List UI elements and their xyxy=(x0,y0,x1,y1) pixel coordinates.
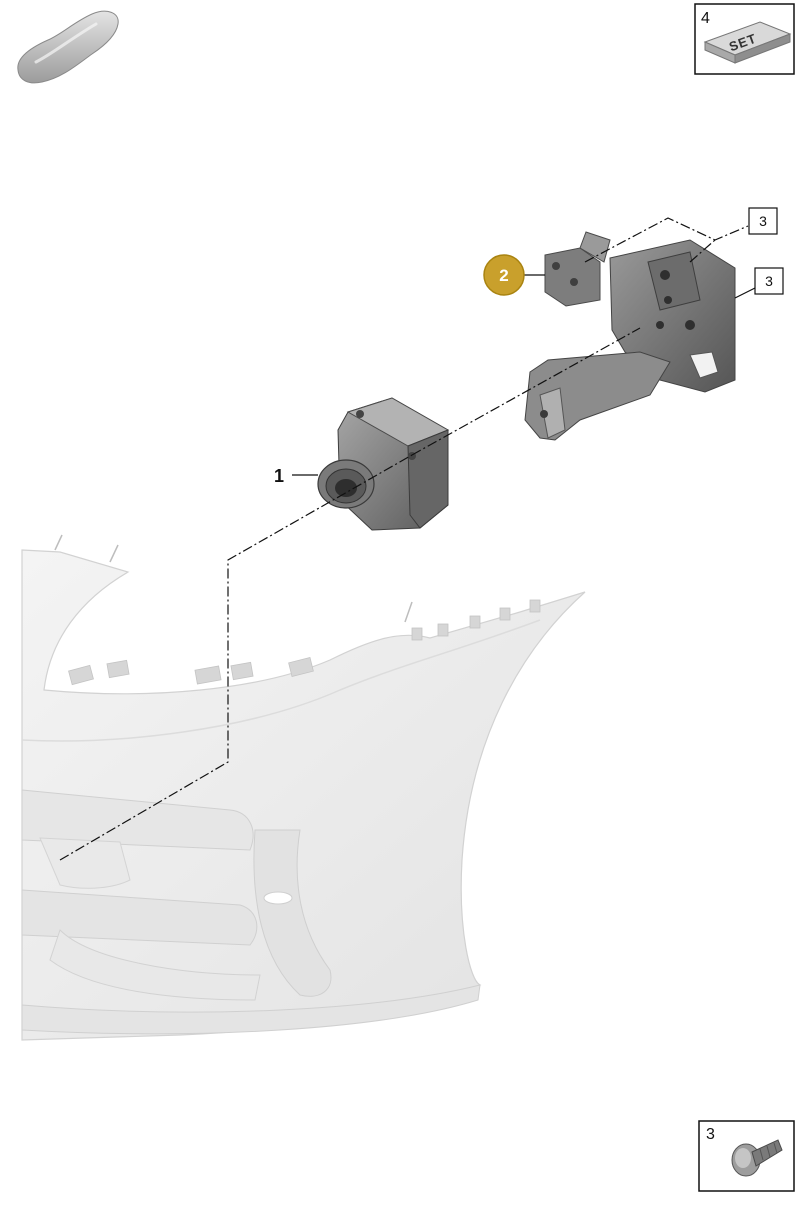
callout-lines xyxy=(292,274,756,476)
callout-bracket-number: 2 xyxy=(499,266,508,285)
callout-camera-number: 1 xyxy=(274,466,284,486)
legend-screw-number: 3 xyxy=(706,1126,715,1143)
callout-screw-a-number: 3 xyxy=(759,213,767,229)
screw-icon xyxy=(731,1139,783,1177)
front-bumper xyxy=(21,534,586,1041)
callout-screw-b[interactable]: 3 xyxy=(754,267,784,295)
assembly-leader-lines xyxy=(59,217,749,861)
camera-bracket xyxy=(524,231,736,441)
callout-screw-a[interactable]: 3 xyxy=(748,207,778,235)
legend-set-number: 4 xyxy=(701,10,710,27)
legend-set-box: 4 SET xyxy=(694,3,795,75)
camera-unit xyxy=(317,397,450,531)
callout-bracket-badge[interactable]: 2 xyxy=(483,254,525,296)
legend-screw-box: 3 xyxy=(698,1120,795,1192)
car-silhouette-icon xyxy=(17,10,119,84)
callout-screw-b-number: 3 xyxy=(765,273,773,289)
set-box-icon: SET xyxy=(703,21,792,64)
